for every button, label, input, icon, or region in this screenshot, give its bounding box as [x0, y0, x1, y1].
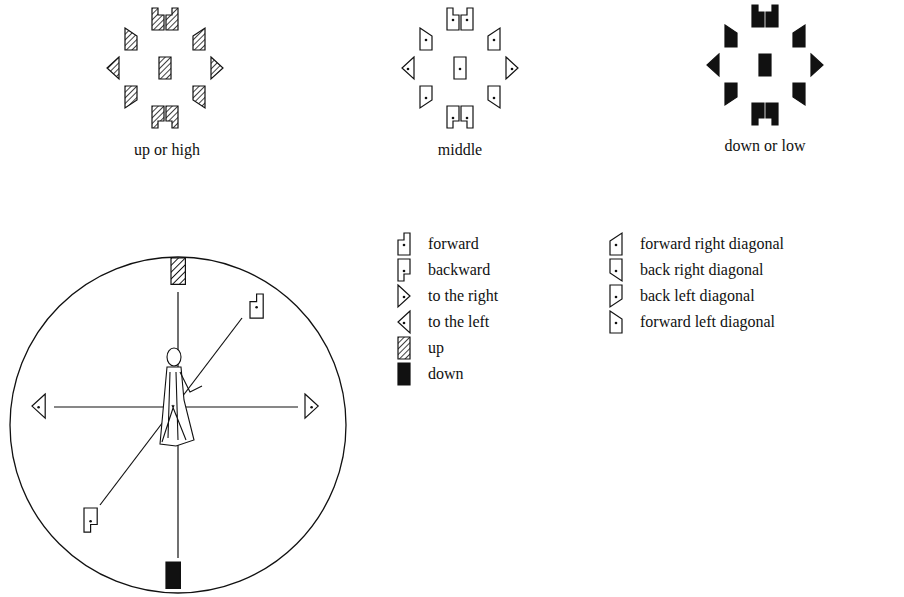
direction-symbol: [506, 57, 518, 79]
direction-symbol: [305, 394, 318, 418]
direction-symbol: [766, 103, 778, 125]
direction-symbol: [398, 363, 410, 385]
direction-symbol: [125, 86, 137, 108]
figure: [160, 348, 202, 446]
direction-symbol: [398, 285, 410, 307]
direction-symbol: [488, 28, 500, 50]
direction-symbol: [32, 394, 45, 418]
direction-symbol: [398, 259, 410, 281]
direction-symbol: [752, 5, 764, 27]
direction-symbol: [107, 57, 119, 79]
direction-symbol: [461, 8, 473, 30]
direction-symbol: [166, 562, 180, 588]
direction-symbol: [193, 28, 205, 50]
level-caption: down or low: [725, 136, 806, 156]
direction-symbol: [610, 311, 622, 333]
legend-text: forward right diagonal: [640, 234, 784, 254]
axis-line: [100, 318, 242, 505]
direction-symbol: [84, 508, 97, 532]
direction-symbol: [166, 106, 178, 128]
direction-symbol: [454, 57, 466, 79]
direction-cluster: [402, 8, 518, 128]
direction-symbol: [420, 86, 432, 108]
legend-text: forward: [428, 234, 479, 254]
direction-symbol: [166, 8, 178, 30]
direction-symbol: [752, 103, 764, 125]
direction-symbol: [793, 25, 805, 47]
direction-symbol: [398, 337, 410, 359]
direction-symbol: [488, 86, 500, 108]
direction-symbol: [447, 106, 459, 128]
direction-symbol: [398, 233, 410, 255]
legend-text: back right diagonal: [640, 260, 764, 280]
direction-symbol: [610, 233, 622, 255]
legend-text: down: [428, 364, 464, 384]
direction-symbol: [211, 57, 223, 79]
direction-symbol: [610, 285, 622, 307]
direction-symbol: [461, 106, 473, 128]
direction-symbol: [759, 54, 771, 76]
legend-text: up: [428, 338, 444, 358]
direction-symbol: [420, 28, 432, 50]
legend-text: to the right: [428, 286, 498, 306]
level-caption: middle: [438, 140, 482, 160]
direction-cluster: [707, 5, 823, 125]
direction-symbol: [725, 25, 737, 47]
direction-symbol: [610, 259, 622, 281]
direction-circle: [10, 257, 346, 593]
direction-symbol: [159, 57, 171, 79]
level-caption: up or high: [134, 140, 200, 160]
direction-symbol: [152, 8, 164, 30]
direction-symbol: [402, 57, 414, 79]
direction-symbol: [447, 8, 459, 30]
direction-symbol: [725, 83, 737, 105]
direction-symbol: [250, 294, 263, 318]
direction-symbol: [125, 28, 137, 50]
direction-symbol: [152, 106, 164, 128]
legend-text: to the left: [428, 312, 489, 332]
direction-symbol: [811, 54, 823, 76]
direction-symbol: [398, 311, 410, 333]
legend-text: backward: [428, 260, 490, 280]
direction-symbol: [707, 54, 719, 76]
direction-symbol: [171, 258, 185, 284]
direction-symbol: [193, 86, 205, 108]
direction-symbol: [793, 83, 805, 105]
direction-symbol: [766, 5, 778, 27]
legend-text: back left diagonal: [640, 286, 755, 306]
legend-text: forward left diagonal: [640, 312, 775, 332]
direction-cluster: [107, 8, 223, 128]
legend-symbols: [398, 233, 622, 385]
